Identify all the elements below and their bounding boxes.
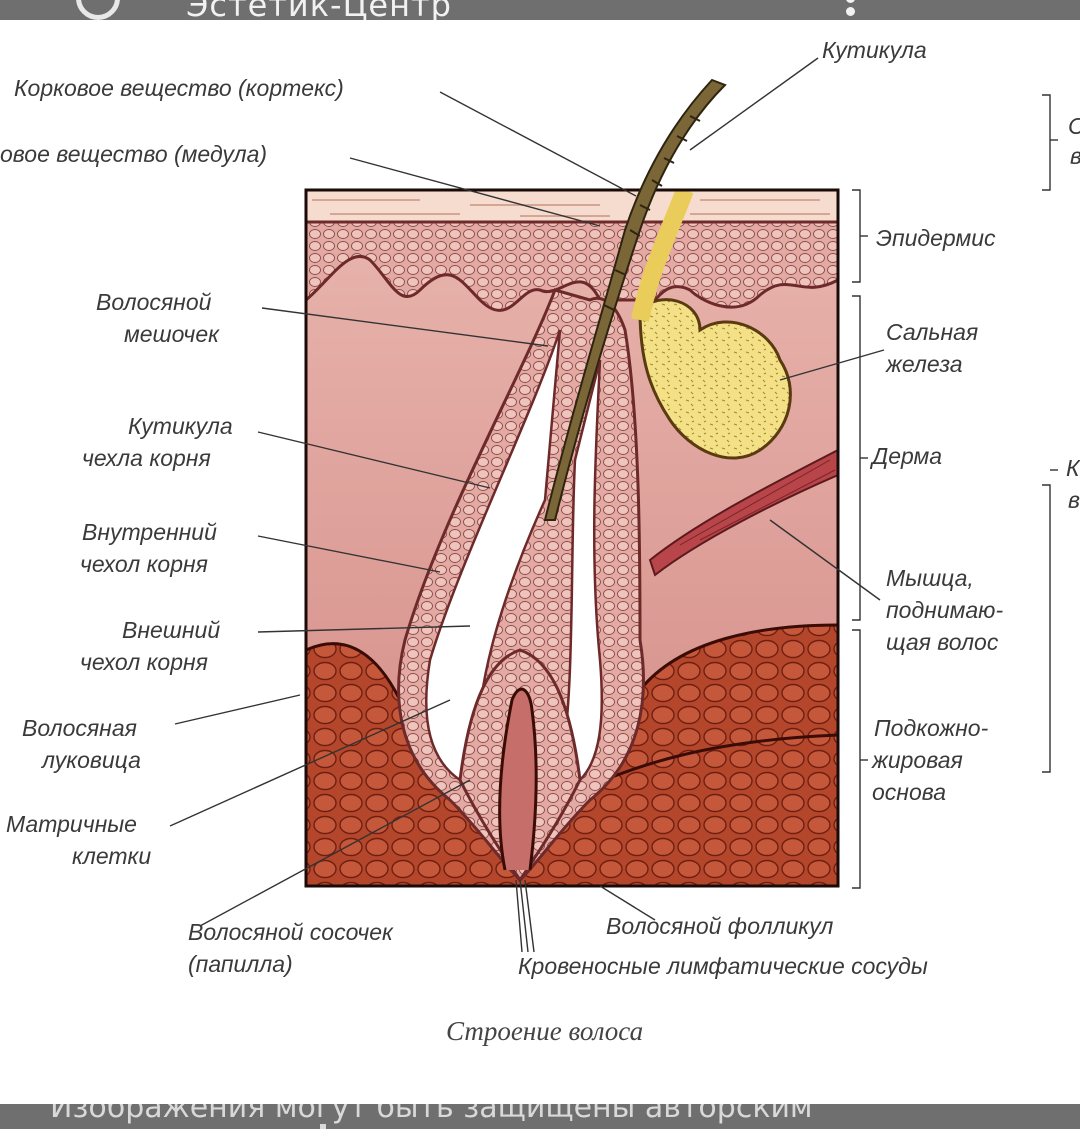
inner-root-sheath-right [558, 359, 604, 782]
label-hypodermis-line2: жировая [871, 747, 963, 773]
more-vertical-icon[interactable] [846, 0, 860, 20]
app-title: Эстетик-Центр [186, 0, 452, 20]
tissue-block [306, 190, 838, 886]
tissue-block-border [304, 188, 840, 888]
epidermis-cell-layer [306, 220, 838, 312]
leader-lines [169, 57, 885, 953]
label-hair-sac-line1: Волосяной [96, 289, 212, 315]
dermis-bracket [852, 295, 861, 621]
label-epidermis: Эпидермис [876, 225, 996, 251]
label-fragment-4: в [1068, 487, 1080, 513]
inner-root-sheath-left [425, 329, 562, 782]
label-fragment-2: в [1070, 143, 1080, 169]
label-cortex: Корковое вещество (кортекс) [14, 75, 344, 101]
label-hypodermis-line3: основа [872, 779, 946, 805]
diagram-caption: Строение волоса [446, 1016, 643, 1046]
epidermis-bracket [852, 189, 861, 283]
globe-icon [76, 0, 120, 20]
copyright-notice: Изображения могут быть защищены авторски… [50, 1104, 813, 1125]
hair-shaft [543, 78, 727, 521]
label-fragment-3: К [1066, 455, 1080, 481]
label-medulla: овое вещество (медула) [0, 141, 267, 167]
arrector-pili-muscle [648, 448, 838, 577]
label-hair-bulb-line1: Волосяная [22, 715, 137, 741]
label-root-cuticle-line1: Кутикула [128, 413, 233, 439]
hypodermis-bracket [852, 629, 861, 889]
label-matrix-cells-line1: Матричные [6, 811, 137, 837]
label-sebaceous-line1: Сальная [886, 319, 978, 345]
label-outer-sheath-line1: Внешний [122, 617, 220, 643]
label-sebaceous-line2: железа [885, 351, 963, 377]
dermal-papilla [498, 687, 538, 871]
image-notice-bar: Изображения могут быть защищены авторски… [0, 1104, 1080, 1129]
label-papilla-line2: (папилла) [188, 951, 293, 977]
sebaceous-gland [638, 298, 792, 460]
label-follicle: Волосяной фолликул [606, 913, 833, 939]
label-papilla-line1: Волосяной сосочек [188, 919, 394, 945]
label-dermis: Дерма [869, 443, 942, 469]
label-hair-sac-line2: мешочек [124, 321, 220, 347]
label-fragment-1: С [1068, 113, 1080, 139]
label-inner-sheath-line1: Внутренний [82, 519, 217, 545]
sebaceous-duct [631, 190, 694, 322]
label-muscle-line3: щая волос [886, 629, 999, 655]
label-muscle-line1: Мышца, [886, 565, 974, 591]
label-vessels: Кровеносные лимфатические сосуды [518, 953, 928, 979]
app-top-bar: Эстетик-Центр [0, 0, 1080, 20]
label-muscle-line2: поднимаю- [886, 597, 1003, 623]
label-hair-bulb-line2: луковица [40, 747, 141, 773]
label-hypodermis-line1: Подкожно- [874, 715, 989, 741]
label-root-cuticle-line2: чехла корня [82, 445, 211, 471]
hair-structure-diagram: Кутикула Корковое вещество (кортекс) ово… [0, 37, 1080, 1046]
label-cuticle: Кутикула [822, 37, 927, 63]
label-outer-sheath-line2: чехол корня [80, 649, 208, 675]
label-matrix-cells-line2: клетки [72, 843, 151, 869]
label-inner-sheath-line2: чехол корня [80, 551, 208, 577]
